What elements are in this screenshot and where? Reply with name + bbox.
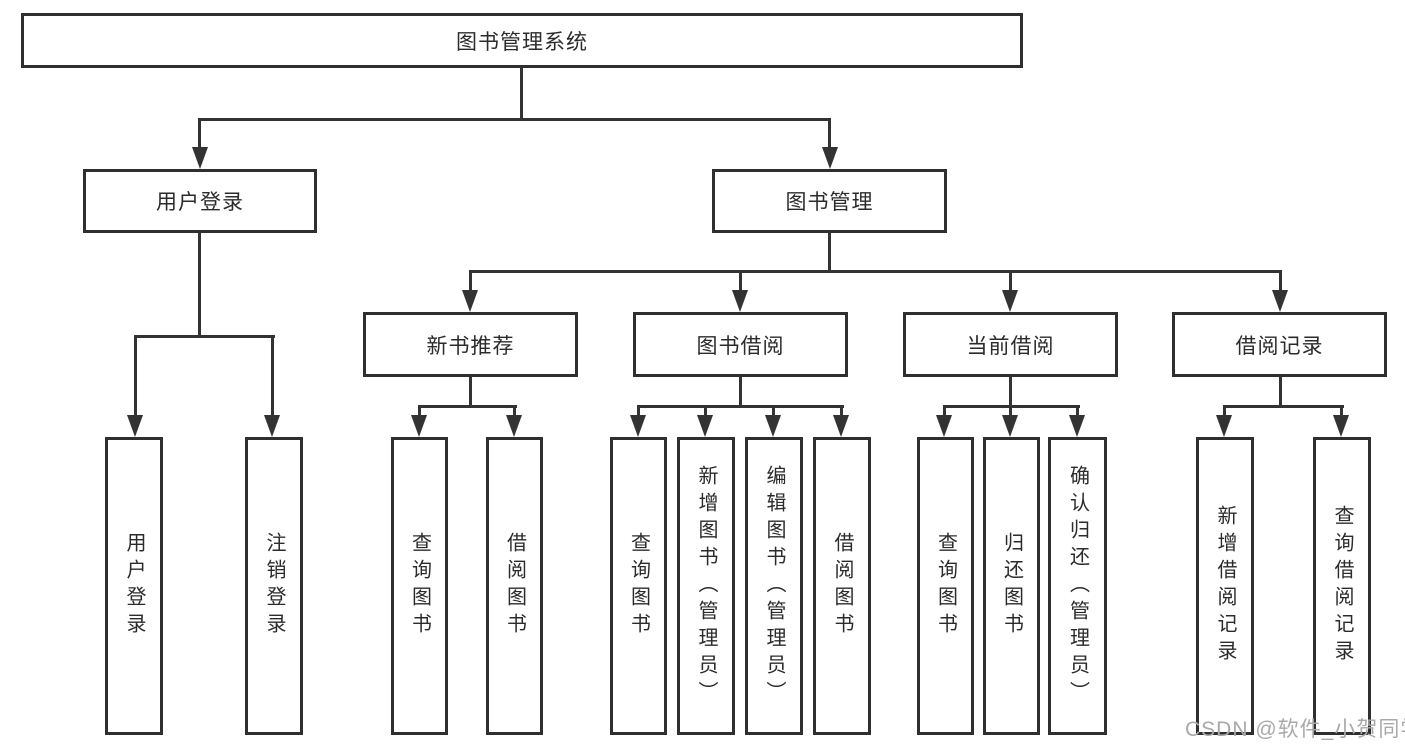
connector-line bbox=[1223, 407, 1226, 415]
node-current-borrow: 当前借阅 bbox=[903, 312, 1118, 377]
connector-line bbox=[1076, 407, 1079, 415]
connector-line bbox=[1340, 407, 1343, 415]
connector-line bbox=[469, 272, 472, 290]
leaf-edit-book-admin: 编辑图书（管理员） bbox=[745, 437, 803, 735]
leaf-user-login: 用户登录 bbox=[105, 437, 163, 735]
connector-line bbox=[637, 405, 844, 408]
connector-line bbox=[418, 407, 421, 415]
node-user-login: 用户登录 bbox=[83, 169, 317, 233]
leaf-borrow-books: 借阅图书 bbox=[813, 437, 871, 735]
connector-line bbox=[739, 377, 742, 407]
node-book-borrow: 图书借阅 bbox=[633, 312, 848, 377]
arrowhead-down-icon bbox=[264, 415, 280, 437]
arrowhead-down-icon bbox=[192, 147, 208, 169]
connector-line bbox=[1009, 272, 1012, 290]
connector-line bbox=[1009, 407, 1012, 415]
leaf-query-borrow-record: 查询借阅记录 bbox=[1313, 437, 1371, 735]
connector-line bbox=[198, 120, 201, 147]
leaf-add-borrow-record: 新增借阅记录 bbox=[1196, 437, 1254, 735]
leaf-return-book: 归还图书 bbox=[983, 437, 1040, 735]
node-borrow-records: 借阅记录 bbox=[1172, 312, 1387, 377]
connector-line bbox=[513, 407, 516, 415]
leaf-add-book-admin: 新增图书（管理员） bbox=[677, 437, 735, 735]
connector-line bbox=[637, 407, 640, 415]
leaf-logout: 注销登录 bbox=[245, 437, 303, 735]
connector-line bbox=[943, 407, 946, 415]
connector-line bbox=[828, 233, 831, 272]
leaf-confirm-return-admin: 确认归还（管理员） bbox=[1048, 437, 1107, 735]
arrowhead-down-icon bbox=[1272, 290, 1288, 312]
arrowhead-down-icon bbox=[1002, 415, 1018, 437]
connector-line bbox=[198, 233, 201, 337]
connector-line bbox=[520, 68, 523, 121]
arrowhead-down-icon bbox=[127, 415, 143, 437]
connector-line bbox=[943, 405, 1080, 408]
arrowhead-down-icon bbox=[506, 415, 522, 437]
connector-line bbox=[1279, 377, 1282, 407]
connector-line bbox=[134, 337, 137, 415]
leaf-query-books-borrow: 查询图书 bbox=[610, 437, 667, 735]
arrowhead-down-icon bbox=[1216, 415, 1232, 437]
node-library-system: 图书管理系统 bbox=[21, 13, 1023, 68]
arrowhead-down-icon bbox=[462, 290, 478, 312]
arrowhead-down-icon bbox=[1069, 415, 1085, 437]
arrowhead-down-icon bbox=[732, 290, 748, 312]
connector-line bbox=[271, 337, 274, 415]
leaf-query-books-recommend: 查询图书 bbox=[391, 437, 448, 735]
arrowhead-down-icon bbox=[822, 147, 838, 169]
connector-line bbox=[739, 272, 742, 290]
arrowhead-down-icon bbox=[833, 415, 849, 437]
connector-line bbox=[134, 335, 275, 338]
connector-line bbox=[469, 377, 472, 407]
connector-line bbox=[1279, 272, 1282, 290]
connector-line bbox=[198, 118, 831, 121]
connector-line bbox=[418, 405, 517, 408]
connector-line bbox=[1009, 377, 1012, 407]
arrowhead-down-icon bbox=[936, 415, 952, 437]
connector-line bbox=[469, 270, 1282, 273]
arrowhead-down-icon bbox=[765, 415, 781, 437]
arrowhead-down-icon bbox=[1002, 290, 1018, 312]
connector-line bbox=[772, 407, 775, 415]
node-book-management: 图书管理 bbox=[712, 169, 947, 233]
connector-line bbox=[828, 120, 831, 147]
leaf-borrow-books-recommend: 借阅图书 bbox=[486, 437, 543, 735]
node-new-book-recommend: 新书推荐 bbox=[363, 312, 578, 377]
arrowhead-down-icon bbox=[697, 415, 713, 437]
arrowhead-down-icon bbox=[1333, 415, 1349, 437]
connector-line bbox=[1223, 405, 1344, 408]
arrowhead-down-icon bbox=[411, 415, 427, 437]
connector-line bbox=[704, 407, 707, 415]
csdn-watermark: CSDN @软件_小贺同学 bbox=[1185, 718, 1405, 741]
arrowhead-down-icon bbox=[630, 415, 646, 437]
connector-line bbox=[840, 407, 843, 415]
leaf-query-books-current: 查询图书 bbox=[917, 437, 974, 735]
